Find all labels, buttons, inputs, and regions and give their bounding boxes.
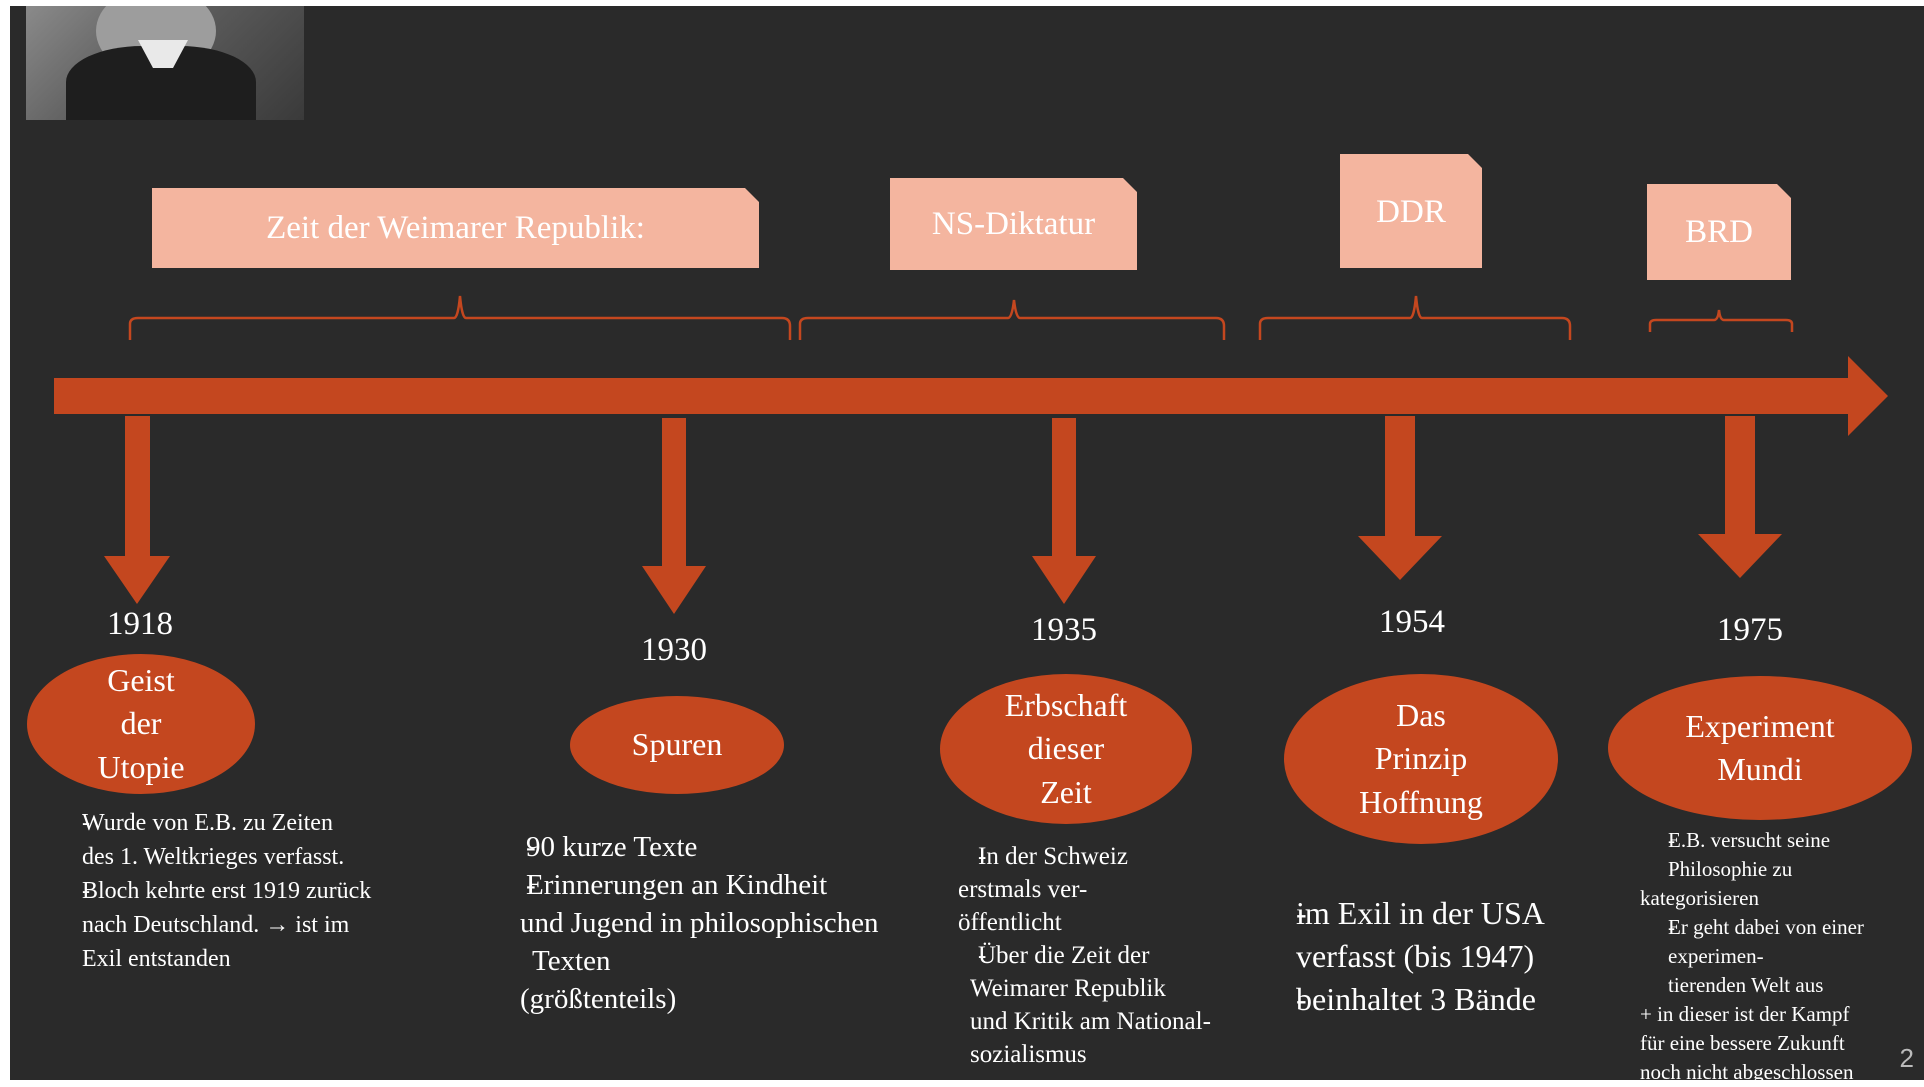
note-item: + in dieser ist der Kampf für eine besse… bbox=[1640, 1000, 1922, 1087]
note-line: und Kritik am National- bbox=[970, 1008, 1211, 1035]
work-title-line: Erbschaft bbox=[1004, 687, 1128, 724]
brace-weimar bbox=[128, 295, 792, 340]
page-number: 2 bbox=[1899, 1043, 1914, 1073]
note-line: Erinnerungen an Kindheit bbox=[526, 869, 828, 901]
slide: Zeit der Weimarer Republik: NS-Diktatur … bbox=[10, 6, 1924, 1084]
note-item: Erinnerungen an Kindheit und Jugend in p… bbox=[482, 866, 962, 1018]
era-box-weimar: Zeit der Weimarer Republik: bbox=[152, 188, 759, 268]
timeline-graphics bbox=[54, 295, 1888, 614]
work-title-line: dieser bbox=[1027, 730, 1105, 767]
note-line: Er geht dabei von einer bbox=[1668, 915, 1864, 939]
work-title-line: Spuren bbox=[631, 726, 723, 763]
arrow-1918 bbox=[104, 416, 170, 604]
note-item: E.B. versucht seine Philosophie zu kateg… bbox=[1640, 826, 1922, 913]
work-title-line: Experiment bbox=[1685, 707, 1835, 744]
year-label: 1935 bbox=[1031, 612, 1097, 648]
note-line: E.B. versucht seine bbox=[1668, 828, 1831, 852]
note-line: (größtenteils) bbox=[520, 983, 677, 1015]
note-line: für eine bessere Zukunft bbox=[1640, 1031, 1845, 1055]
era-label: BRD bbox=[1685, 213, 1753, 250]
work-ellipse-erbschaft-dieser-zeit: Erbschaft dieser Zeit bbox=[940, 674, 1192, 824]
arrow-1975 bbox=[1698, 416, 1782, 578]
era-box-brd: BRD bbox=[1647, 184, 1791, 280]
year-label: 1918 bbox=[107, 606, 173, 642]
era-label: NS-Diktatur bbox=[931, 205, 1096, 242]
note-line: des 1. Weltkrieges verfasst. bbox=[82, 844, 345, 870]
note-line: + in dieser ist der Kampf bbox=[1640, 1002, 1850, 1026]
note-line: Weimarer Republik bbox=[970, 975, 1166, 1002]
note-item: beinhaltet 3 Bände bbox=[1250, 978, 1670, 1021]
work-title-line: Prinzip bbox=[1374, 740, 1468, 777]
note-item: Über die Zeit der Weimarer Republik und … bbox=[942, 939, 1282, 1071]
note-line: erstmals ver- bbox=[958, 876, 1088, 903]
note-item: 90 kurze Texte bbox=[482, 828, 962, 866]
notes-1975: E.B. versucht seine Philosophie zu kateg… bbox=[1640, 826, 1922, 1087]
work-ellipse-geist-der-utopie: Geist der Utopie bbox=[27, 654, 255, 794]
year-label: 1975 bbox=[1717, 612, 1783, 648]
note-line: Über die Zeit der bbox=[978, 942, 1150, 969]
note-line: und Jugend in philosophischen bbox=[520, 907, 879, 939]
work-title-line: Geist bbox=[107, 662, 175, 699]
arrow-1930 bbox=[642, 418, 706, 614]
work-title-line: der bbox=[120, 705, 162, 742]
note-line: Exil entstanden bbox=[82, 946, 231, 972]
note-line: im Exil in der USA bbox=[1296, 895, 1545, 931]
author-portrait-image bbox=[26, 6, 304, 120]
work-title-line: Hoffnung bbox=[1359, 783, 1483, 820]
arrow-1935 bbox=[1032, 418, 1096, 604]
note-line: 90 kurze Texte bbox=[526, 831, 698, 863]
year-label: 1930 bbox=[641, 632, 707, 668]
work-ellipse-das-prinzip-hoffnung: Das Prinzip Hoffnung bbox=[1284, 674, 1558, 844]
brace-ns bbox=[798, 299, 1226, 340]
era-box-ddr: DDR bbox=[1340, 154, 1482, 268]
brace-ddr bbox=[1258, 295, 1572, 340]
era-label: Zeit der Weimarer Republik: bbox=[266, 209, 645, 246]
timeline-arrow bbox=[54, 356, 1888, 436]
note-line: sozialismus bbox=[970, 1041, 1087, 1068]
work-title-line: Das bbox=[1396, 697, 1446, 734]
work-title-line: Zeit bbox=[1040, 773, 1092, 810]
note-item: In der Schweiz erstmals ver- öffentlicht bbox=[942, 840, 1282, 939]
note-item: Er geht dabei von einer experimen- tiere… bbox=[1640, 913, 1922, 1000]
notes-1918: Wurde von E.B. zu Zeiten des 1. Weltkrie… bbox=[30, 806, 460, 976]
note-line: Texten bbox=[532, 945, 611, 977]
note-line: Bloch kehrte erst 1919 zurück bbox=[82, 878, 372, 904]
note-line: öffentlicht bbox=[958, 909, 1062, 936]
work-title-line: Utopie bbox=[97, 748, 185, 785]
note-line: Philosophie zu bbox=[1668, 857, 1793, 881]
arrow-1954 bbox=[1358, 416, 1442, 580]
note-line: Wurde von E.B. zu Zeiten bbox=[82, 810, 333, 836]
era-box-ns: NS-Diktatur bbox=[890, 178, 1137, 270]
note-line: noch nicht abgeschlossen bbox=[1640, 1060, 1854, 1084]
note-line: nach Deutschland. → ist im bbox=[82, 912, 350, 938]
note-line: verfasst (bis 1947) bbox=[1296, 938, 1535, 974]
work-ellipse-spuren: Spuren bbox=[570, 696, 784, 794]
note-line: beinhaltet 3 Bände bbox=[1296, 981, 1536, 1017]
work-ellipse-experiment-mundi: Experiment Mundi bbox=[1608, 676, 1912, 820]
brace-brd bbox=[1648, 309, 1794, 332]
note-line: experimen- bbox=[1668, 944, 1764, 968]
note-line: tierenden Welt aus bbox=[1668, 973, 1824, 997]
note-item: Bloch kehrte erst 1919 zurück nach Deuts… bbox=[30, 874, 460, 976]
note-line: In der Schweiz bbox=[978, 843, 1128, 870]
notes-1935: In der Schweiz erstmals ver- öffentlicht… bbox=[942, 840, 1282, 1071]
era-label: DDR bbox=[1376, 194, 1446, 230]
note-item: im Exil in der USA verfasst (bis 1947) bbox=[1250, 892, 1670, 978]
work-title-line: Mundi bbox=[1717, 751, 1803, 787]
notes-1930: 90 kurze Texte Erinnerungen an Kindheit … bbox=[482, 828, 962, 1018]
notes-1954: im Exil in der USA verfasst (bis 1947) b… bbox=[1250, 892, 1670, 1021]
note-line: kategorisieren bbox=[1640, 886, 1759, 910]
note-item: Wurde von E.B. zu Zeiten des 1. Weltkrie… bbox=[30, 806, 460, 874]
year-label: 1954 bbox=[1379, 604, 1445, 640]
